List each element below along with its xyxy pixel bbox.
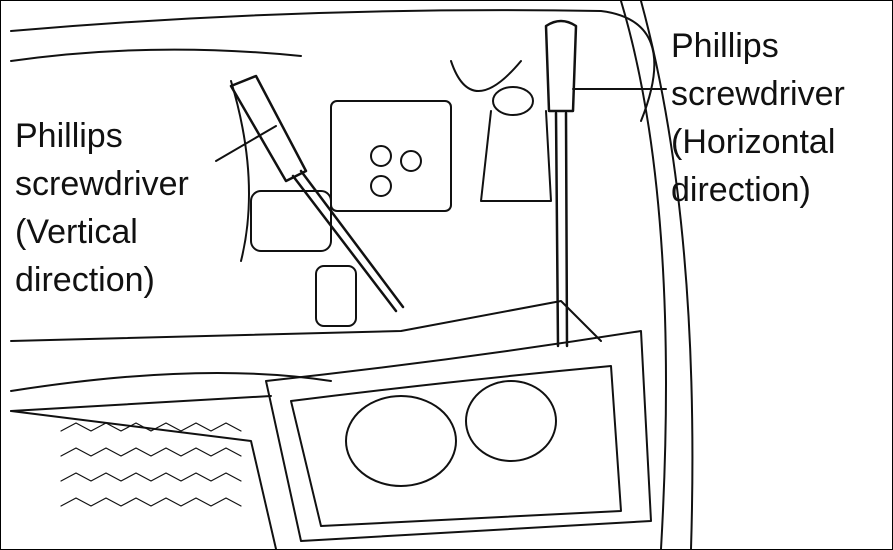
label-line: screwdriver: [15, 165, 189, 203]
reservoir-cap: [492, 86, 534, 116]
headlight-lens-right: [465, 380, 557, 462]
screwdriver-horizontal: [544, 19, 578, 348]
grille-mesh: [60, 422, 242, 507]
label-line: (Horizontal: [671, 123, 836, 161]
screwdriver-vertical: [229, 74, 405, 313]
radiator-support: [10, 300, 602, 342]
label-line: direction): [671, 171, 811, 209]
label-line: (Vertical: [15, 213, 138, 251]
label-line: screwdriver: [671, 75, 845, 113]
headlight-housing: [265, 330, 652, 542]
grille-outline: [10, 410, 277, 549]
label-line: Phillips: [671, 27, 779, 65]
label-vertical-screwdriver: Phillips screwdriver (Vertical direction…: [15, 112, 189, 304]
label-line: direction): [15, 261, 155, 299]
headlight-lens-left: [345, 395, 457, 487]
battery: [330, 100, 452, 212]
leader-vertical: [215, 125, 277, 162]
fender-line: [620, 1, 667, 549]
label-line: Phillips: [15, 117, 123, 155]
label-horizontal-screwdriver: Phillips screwdriver (Horizontal directi…: [671, 22, 845, 214]
